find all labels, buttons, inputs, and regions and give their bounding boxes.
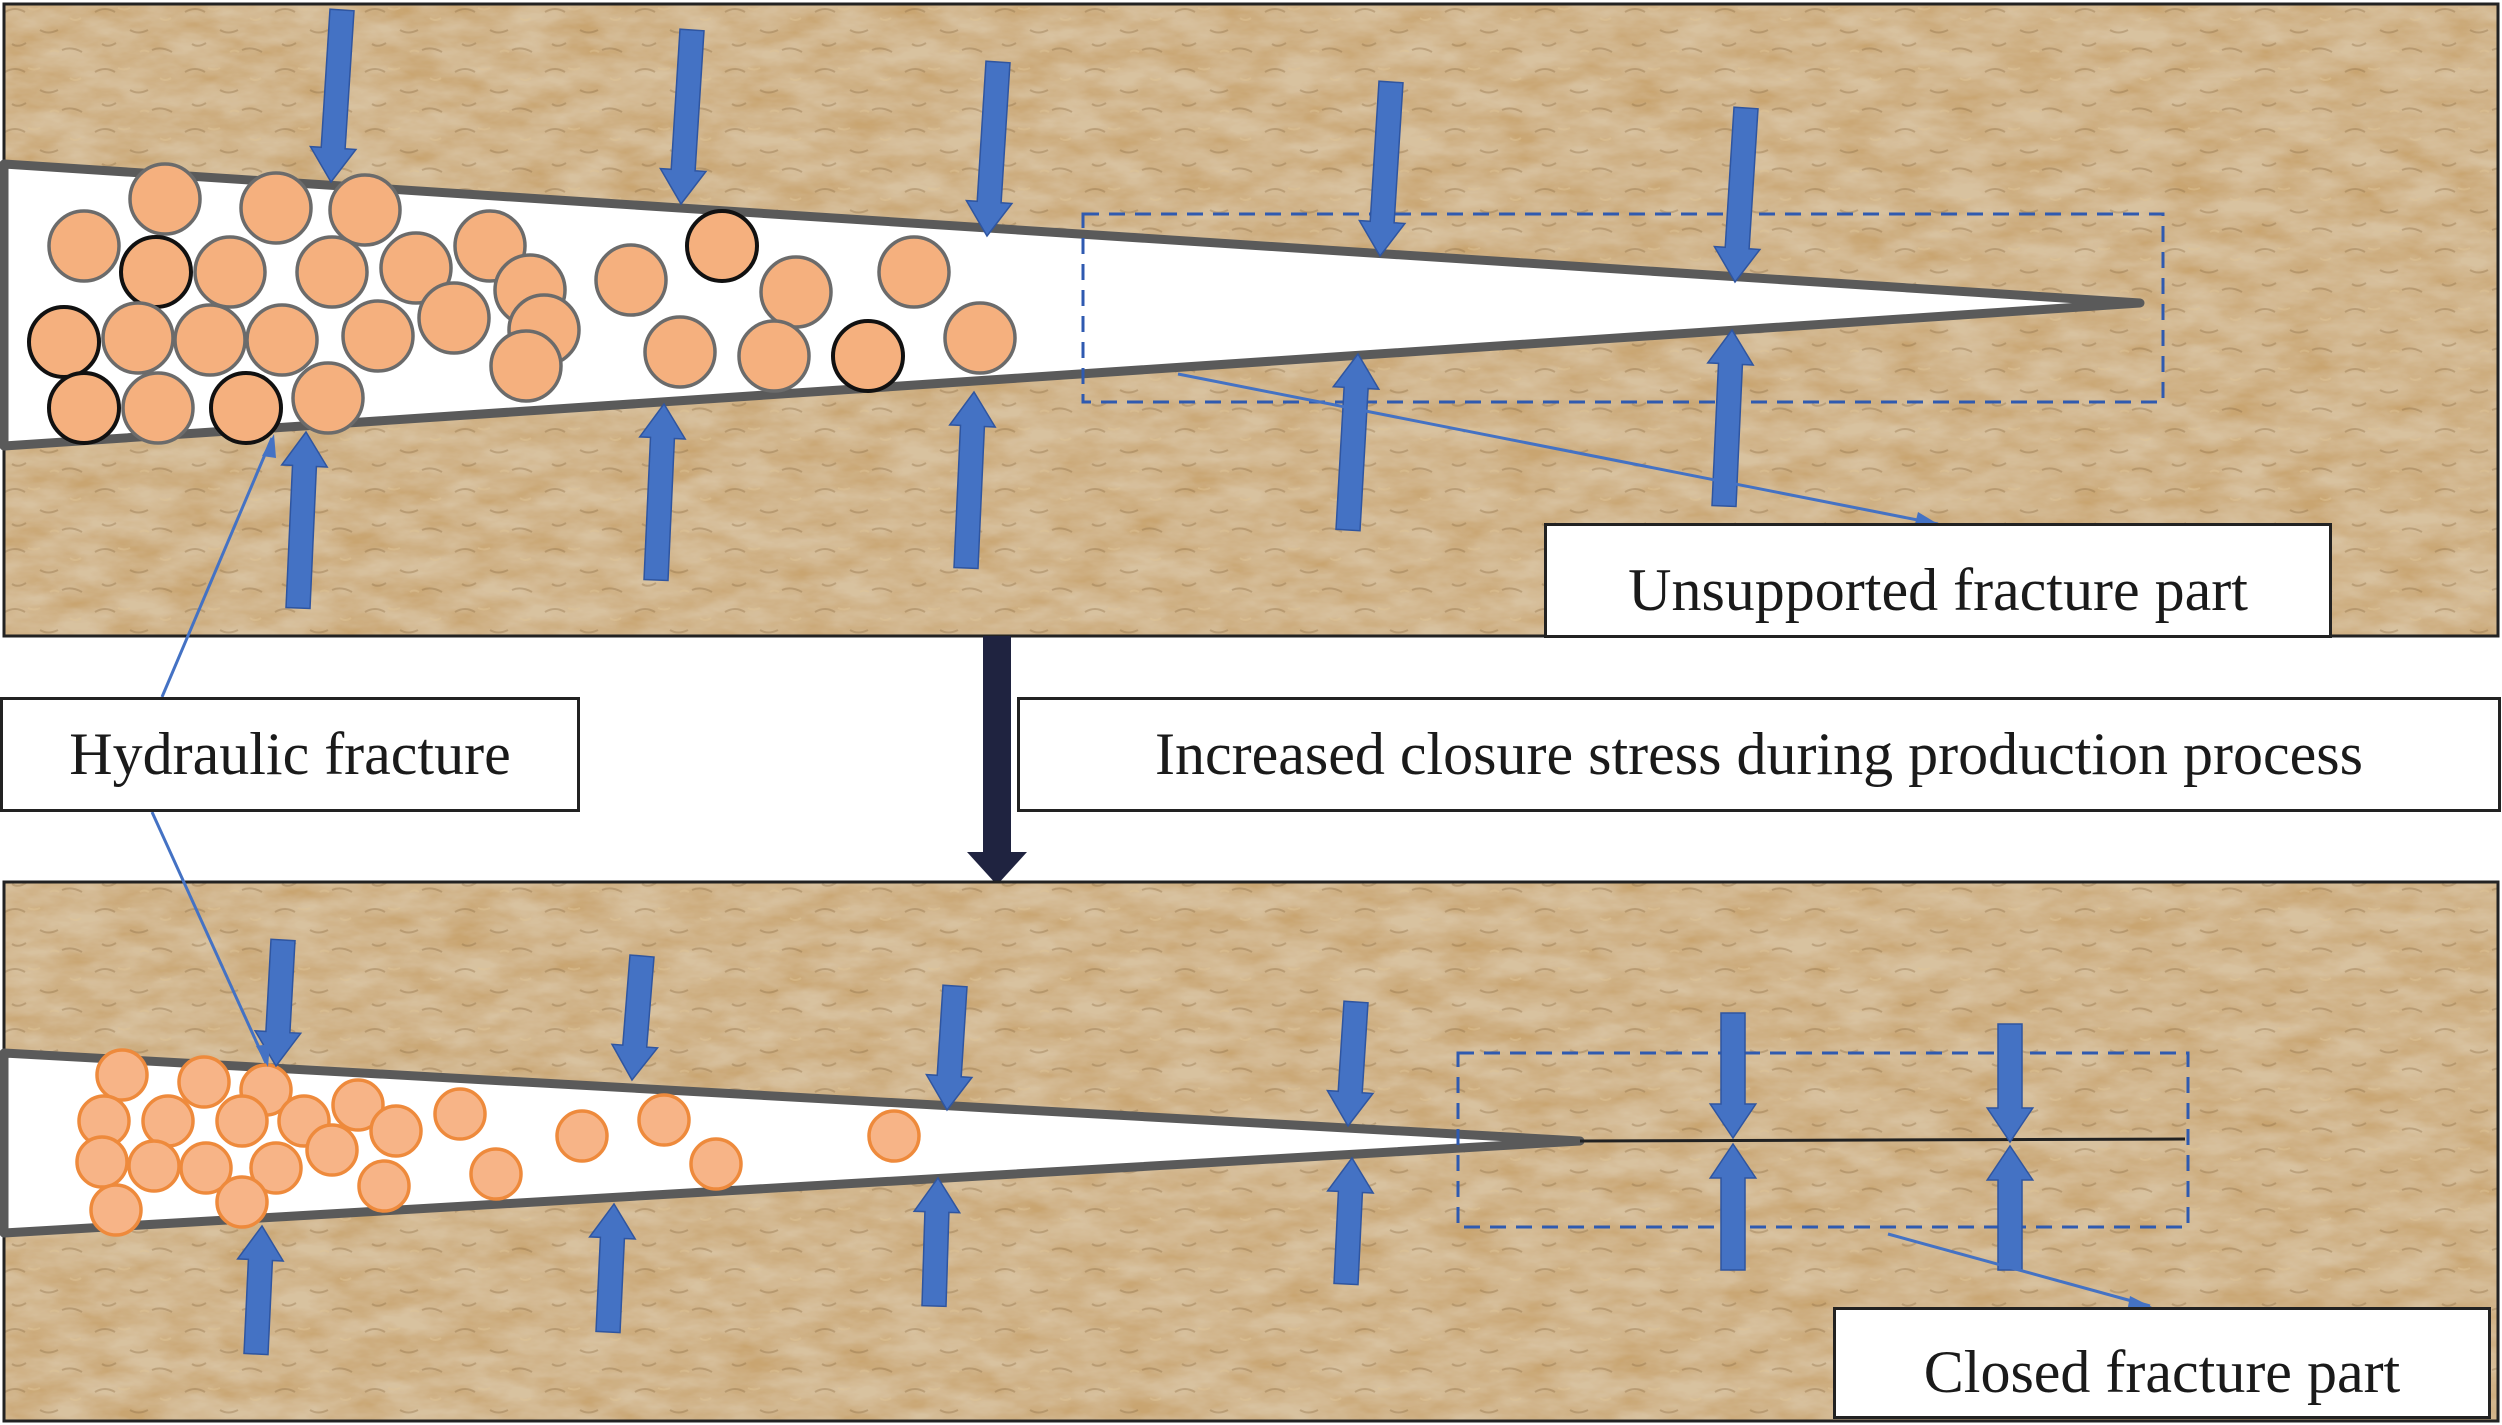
stress-arrow-icon bbox=[1708, 1012, 1758, 1140]
stress-arrow-icon bbox=[280, 430, 329, 610]
proppant-particle bbox=[305, 1123, 359, 1177]
proppant-particle bbox=[291, 361, 365, 435]
stress-arrow-icon bbox=[1706, 328, 1755, 508]
closed-fracture-label: Closed fracture part bbox=[1833, 1307, 2491, 1419]
stress-arrow-icon bbox=[1985, 1023, 2035, 1144]
proppant-particle bbox=[759, 255, 833, 329]
closed-fracture-line bbox=[1579, 1137, 2186, 1143]
top-stress-arrows bbox=[280, 8, 1762, 610]
stress-arrow-icon bbox=[1358, 80, 1407, 258]
proppant-particle bbox=[737, 319, 811, 393]
proppant-particle bbox=[27, 305, 101, 379]
proppant-particle bbox=[643, 315, 717, 389]
bottom-proppant-pack bbox=[75, 1048, 921, 1237]
proppant-particle bbox=[867, 1109, 921, 1163]
unsupported-fracture-label: Unsupported fracture part bbox=[1544, 523, 2332, 638]
proppant-particle bbox=[47, 209, 121, 283]
proppant-particle bbox=[193, 235, 267, 309]
proppant-particle bbox=[469, 1147, 523, 1201]
stress-arrow-icon bbox=[1985, 1144, 2035, 1271]
proppant-particle bbox=[179, 1141, 233, 1195]
proppant-particle bbox=[328, 173, 402, 247]
top-proppant-pack bbox=[27, 162, 1017, 445]
stress-arrow-icon bbox=[925, 984, 974, 1112]
stress-arrow-icon bbox=[965, 60, 1014, 238]
top-panel bbox=[0, 2, 2500, 638]
proppant-particle bbox=[89, 1183, 143, 1237]
proppant-particle bbox=[295, 235, 369, 309]
stress-arrow-icon bbox=[588, 1202, 637, 1334]
stress-arrow-icon bbox=[659, 28, 708, 206]
proppant-particle bbox=[128, 162, 202, 236]
proppant-particle bbox=[215, 1175, 269, 1229]
proppant-particle bbox=[637, 1093, 691, 1147]
proppant-particle bbox=[127, 1139, 181, 1193]
proppant-particle bbox=[943, 301, 1017, 375]
proppant-particle bbox=[877, 235, 951, 309]
stress-arrow-icon bbox=[1708, 1142, 1758, 1271]
stress-arrow-icon bbox=[1326, 1000, 1375, 1128]
proppant-particle bbox=[489, 329, 563, 403]
bottom-stress-arrows bbox=[236, 938, 2035, 1356]
stress-arrow-icon bbox=[1326, 1156, 1375, 1286]
proppant-particle bbox=[177, 1055, 231, 1109]
proppant-particle bbox=[369, 1104, 423, 1158]
proppant-particle bbox=[249, 1141, 303, 1195]
proppant-particle bbox=[331, 1078, 385, 1132]
proppant-particle bbox=[379, 231, 453, 305]
stress-arrow-icon bbox=[253, 938, 303, 1068]
stress-arrow-icon bbox=[948, 390, 997, 570]
stress-arrow-icon bbox=[1331, 352, 1381, 532]
proppant-particle bbox=[555, 1109, 609, 1163]
hydraulic-pointers bbox=[150, 434, 276, 1067]
proppant-particle bbox=[341, 299, 415, 373]
proppant-particle bbox=[121, 371, 195, 445]
stress-arrow-icon bbox=[638, 402, 687, 582]
proppant-particle bbox=[141, 1094, 195, 1148]
proppant-particle bbox=[173, 303, 247, 377]
proppant-particle bbox=[95, 1048, 149, 1102]
stress-arrow-icon bbox=[236, 1224, 285, 1356]
unsupported-region-box bbox=[1081, 212, 2165, 404]
closed-region-box bbox=[1456, 1051, 2190, 1229]
proppant-particle bbox=[47, 371, 121, 445]
stress-arrow-icon bbox=[912, 1176, 962, 1308]
proppant-particle bbox=[685, 209, 759, 283]
stress-arrow-icon bbox=[309, 8, 358, 184]
proppant-particle bbox=[209, 371, 283, 445]
proppant-particle bbox=[215, 1094, 269, 1148]
closure-stress-label: Increased closure stress during producti… bbox=[1017, 697, 2501, 812]
stress-arrow-icon bbox=[610, 954, 659, 1082]
transition-arrow bbox=[967, 636, 1027, 885]
proppant-particle bbox=[417, 281, 491, 355]
proppant-particle bbox=[433, 1087, 487, 1141]
proppant-particle bbox=[831, 319, 905, 393]
proppant-particle bbox=[239, 171, 313, 245]
proppant-particle bbox=[594, 243, 668, 317]
stress-arrow-icon bbox=[1713, 106, 1762, 284]
proppant-particle bbox=[75, 1135, 129, 1189]
proppant-particle bbox=[119, 235, 193, 309]
proppant-particle bbox=[357, 1159, 411, 1213]
proppant-particle bbox=[101, 301, 175, 375]
proppant-particle bbox=[245, 303, 319, 377]
hydraulic-fracture-label: Hydraulic fracture bbox=[0, 697, 580, 812]
proppant-particle bbox=[689, 1137, 743, 1191]
